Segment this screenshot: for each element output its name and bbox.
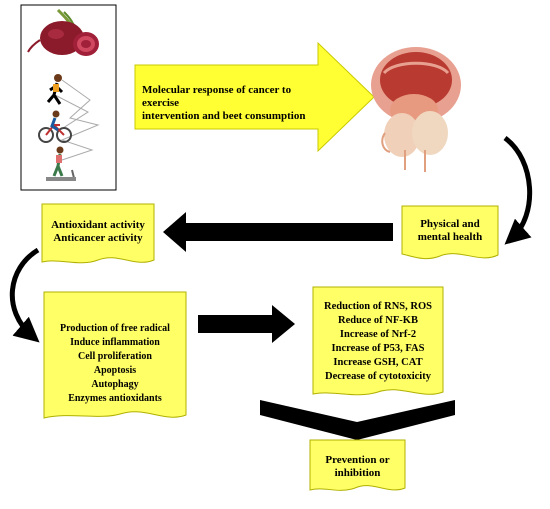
middle-black-arrow bbox=[198, 305, 295, 343]
antioxidant-box-shape bbox=[41, 203, 155, 264]
reduction-item: Decrease of cytotoxicity bbox=[325, 371, 431, 382]
production-item: Production of free radical bbox=[60, 323, 170, 334]
curved-arrow-left bbox=[9, 247, 40, 343]
main-arrow-text: Molecular response of cancer to exercise… bbox=[142, 84, 317, 123]
reduction-item: Reduction of RNS, ROS bbox=[324, 301, 432, 312]
production-item: Induce inflammation bbox=[70, 337, 160, 348]
prevention-line1: Prevention or bbox=[325, 454, 390, 466]
prevention-box-shape bbox=[309, 439, 406, 491]
physical-box-text: Physical and mental health bbox=[402, 218, 498, 244]
production-item: Enzymes antioxidants bbox=[68, 393, 162, 404]
left-black-arrow bbox=[163, 212, 393, 252]
curved-arrow-right bbox=[503, 135, 533, 245]
main-arrow-line1: Molecular response of cancer to exercise bbox=[142, 84, 292, 109]
exercise-connectors bbox=[54, 79, 100, 161]
reduction-item: Reduce of NF-KB bbox=[338, 315, 418, 326]
physical-line2: mental health bbox=[417, 231, 483, 243]
black-chevron bbox=[260, 400, 455, 440]
production-box-shape bbox=[43, 291, 187, 419]
antioxidant-line1: Antioxidant activity bbox=[51, 219, 145, 231]
beetroot-icon bbox=[27, 8, 99, 56]
physical-line1: Physical and bbox=[420, 218, 480, 230]
prevention-box-text: Prevention or inhibition bbox=[310, 454, 405, 480]
runner-icon bbox=[46, 74, 64, 105]
prostate-organ-icon bbox=[371, 47, 461, 172]
main-yellow-arrow bbox=[134, 41, 375, 153]
antioxidant-box-text: Antioxidant activity Anticancer activity bbox=[42, 219, 154, 245]
production-item: Cell proliferation bbox=[78, 351, 152, 362]
prevention-line2: inhibition bbox=[334, 467, 381, 479]
reduction-item: Increase of Nrf-2 bbox=[339, 329, 417, 340]
reduction-item: Increase of P53, FAS bbox=[331, 343, 425, 354]
production-item: Apoptosis bbox=[93, 365, 137, 376]
production-item: Autophagy bbox=[91, 379, 139, 390]
main-arrow-line2: intervention and beet consumption bbox=[142, 110, 306, 122]
physical-box-shape bbox=[401, 205, 499, 260]
reduction-list: Reduction of RNS, ROS Reduce of NF-KB In… bbox=[313, 300, 443, 384]
cyclist-icon bbox=[38, 110, 72, 143]
treadmill-icon bbox=[46, 146, 76, 181]
antioxidant-line2: Anticancer activity bbox=[53, 232, 143, 244]
production-list: Production of free radical Induce inflam… bbox=[44, 322, 186, 406]
reduction-box-shape bbox=[312, 286, 444, 396]
reduction-item: Increase GSH, CAT bbox=[333, 357, 423, 368]
